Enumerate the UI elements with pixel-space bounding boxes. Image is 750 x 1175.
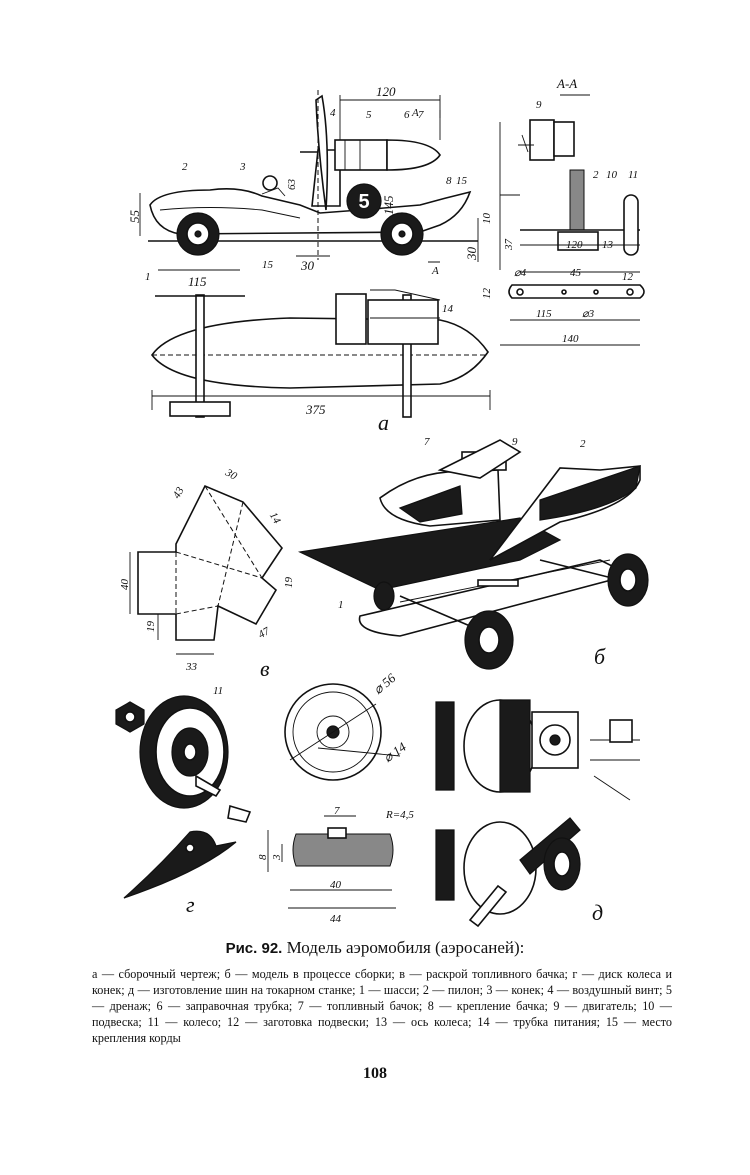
dim-12: 12 [481,288,493,300]
panel-letter-v: в [260,656,270,681]
callout-14: 14 [442,303,454,315]
dim-43: 43 [171,485,187,501]
figure-caption-title: Рис. 92. Модель аэромобиля (аэросаней): [0,938,750,958]
callout-8: 8 [446,175,452,187]
page-number: 108 [363,1065,387,1082]
assembly-drawing [297,439,649,670]
dim-d14: ⌀ 14 [380,739,409,765]
callout-5: 5 [366,109,372,121]
dim-145: 145 [381,195,396,215]
callout-13: 13 [602,239,614,251]
callout-9: 9 [536,99,542,111]
dim-140: 140 [562,333,579,345]
dim-40-v: 40 [119,579,131,591]
dim-120-top: 120 [376,84,396,99]
section-mark-top: А [411,107,419,119]
panel-letter-a: а [378,410,389,435]
dim-30-a: 30 [300,258,315,273]
callout-10: 10 [606,169,618,181]
dim-55: 55 [127,210,142,224]
callout-6: 6 [404,109,410,121]
dim-d4: ⌀4 [514,267,527,279]
dim-19-left: 19 [145,621,157,633]
side-view-labels: 120 145 63 55 10 30 30 115 1 2 3 4 5 6 7… [127,84,493,289]
dim-115-side: 115 [188,274,207,289]
callout-11-section: 11 [628,169,638,181]
dim-37: 37 [503,239,515,252]
panel-letter-g: г [186,892,195,917]
dim-8: 8 [257,854,269,860]
callout-1-b: 1 [338,599,344,611]
callout-1: 1 [145,271,151,283]
dim-d56: ⌀ 56 [370,670,398,697]
dim-7: 7 [334,805,340,817]
dim-47: 47 [256,625,272,641]
dim-r45: R=4,5 [385,809,414,821]
figure-caption-body: а — сборочный чертеж; б — модель в проце… [92,967,672,1045]
callout-12: 12 [622,271,634,283]
top-view-drawing [151,289,491,418]
dim-d3: ⌀3 [582,308,595,320]
callout-15-top: 15 [456,175,468,187]
callout-15-bottom: 15 [262,259,274,271]
side-view-drawing: 5 [139,90,479,271]
section-aa-drawing [499,94,645,346]
panel-letter-d: д [592,900,603,925]
figure-number: Рис. 92. [225,940,283,957]
dim-19-right: 19 [283,577,295,589]
dim-45: 45 [570,267,582,279]
panel-letter-b: б [594,644,606,669]
wheel-disc-drawing [115,683,401,899]
callout-3: 3 [239,161,246,173]
dim-10: 10 [481,213,493,225]
figure-92: 5 120 145 63 55 10 30 30 115 1 2 3 4 5 6… [115,76,649,928]
callout-7-b: 7 [424,436,430,448]
dim-115-section: 115 [536,308,552,320]
section-label: А-А [556,76,577,91]
fuel-tank-pattern [129,484,283,655]
number-badge: 5 [358,191,369,213]
lathe-photo-drawing [435,699,640,928]
callout-2-section: 2 [593,169,599,181]
dim-14-v: 14 [267,510,283,526]
dim-33: 33 [185,661,198,673]
dim-40-d: 40 [330,879,342,891]
callout-9-b: 9 [512,436,518,448]
section-mark-bottom: А [431,265,439,277]
callout-11-g: 11 [213,685,223,697]
callout-4: 4 [330,107,336,119]
callout-2-b: 2 [580,438,586,450]
dim-3: 3 [271,854,283,861]
figure-title: Модель аэромобиля (аэросаней): [286,938,525,957]
dim-30-b: 30 [464,247,479,262]
dim-63: 63 [286,179,298,191]
tyre-section-drawing [267,815,396,909]
dim-30-v: 30 [222,466,239,483]
dim-120-section: 120 [566,239,583,251]
callout-2: 2 [182,161,188,173]
callout-7: 7 [418,109,424,121]
dim-44: 44 [330,913,342,925]
dim-375: 375 [305,402,326,417]
